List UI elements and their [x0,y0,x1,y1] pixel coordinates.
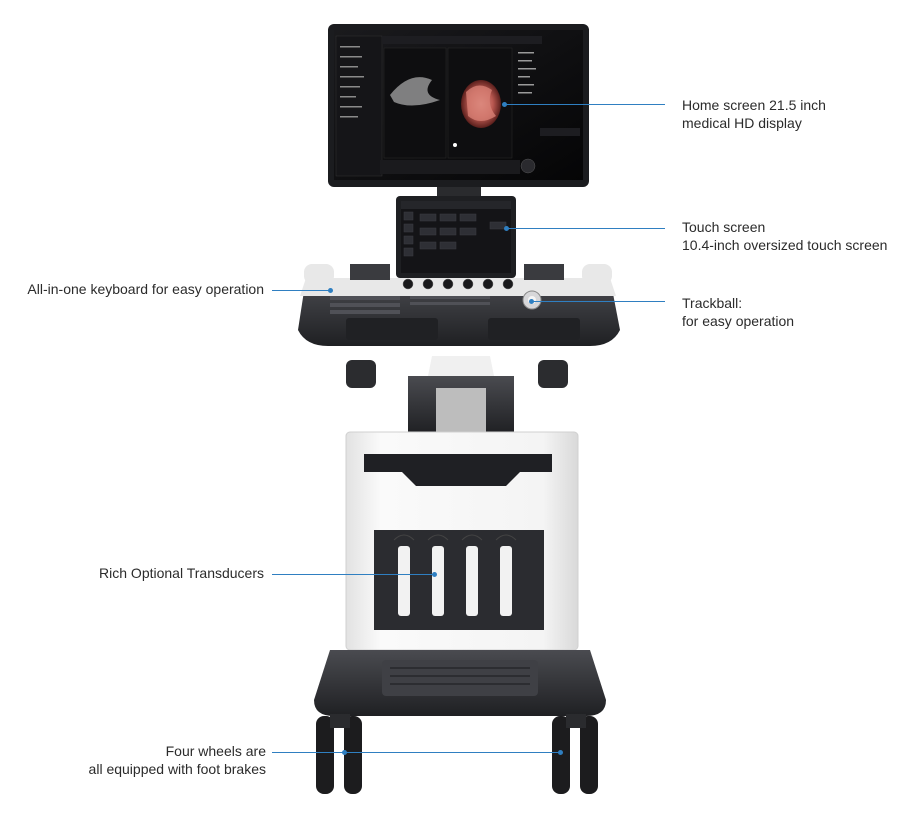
touch-leader-line [507,228,665,229]
keyboard-callout-line1: All-in-one keyboard for easy operation [27,281,264,297]
wheels-callout-line1: Four wheels are [165,743,266,759]
control-panel [298,264,620,388]
trackball-leader-line [532,301,665,302]
transducers-leader-line [272,574,434,575]
main-body [345,431,579,651]
keyboard-leader-line [272,290,330,291]
main-monitor [328,24,589,197]
display-leader-line [505,104,665,105]
wheels-leader-dot-left [342,750,347,755]
touch-callout: Touch screen 10.4-inch oversized touch s… [682,218,887,254]
touch-screen [396,196,516,278]
keyboard-callout: All-in-one keyboard for easy operation [27,280,264,298]
keyboard-leader-dot [328,288,333,293]
wheels-leader-dot-right [558,750,563,755]
display-leader-dot [502,102,507,107]
transducers-callout: Rich Optional Transducers [99,564,264,582]
trackball-callout: Trackball: for easy operation [682,294,794,330]
display-callout: Home screen 21.5 inch medical HD display [682,96,826,132]
transducers-leader-dot [432,572,437,577]
base [314,650,606,716]
display-callout-line2: medical HD display [682,115,802,131]
wheels-leader-line [272,752,560,753]
trackball-leader-dot [529,299,534,304]
touch-leader-dot [504,226,509,231]
trackball-callout-line2: for easy operation [682,313,795,329]
touch-callout-line1: Touch screen [682,219,766,235]
wheels [316,714,598,794]
display-callout-line1: Home screen 21.5 inch [682,97,826,113]
lift-column [408,356,514,434]
transducers-callout-line1: Rich Optional Transducers [99,565,264,581]
wheels-callout: Four wheels are all equipped with foot b… [89,742,266,778]
touch-callout-line2: 10.4-inch oversized touch screen [682,237,888,253]
wheels-callout-line2: all equipped with foot brakes [88,761,266,777]
trackball-callout-line1: Trackball: [682,295,743,311]
